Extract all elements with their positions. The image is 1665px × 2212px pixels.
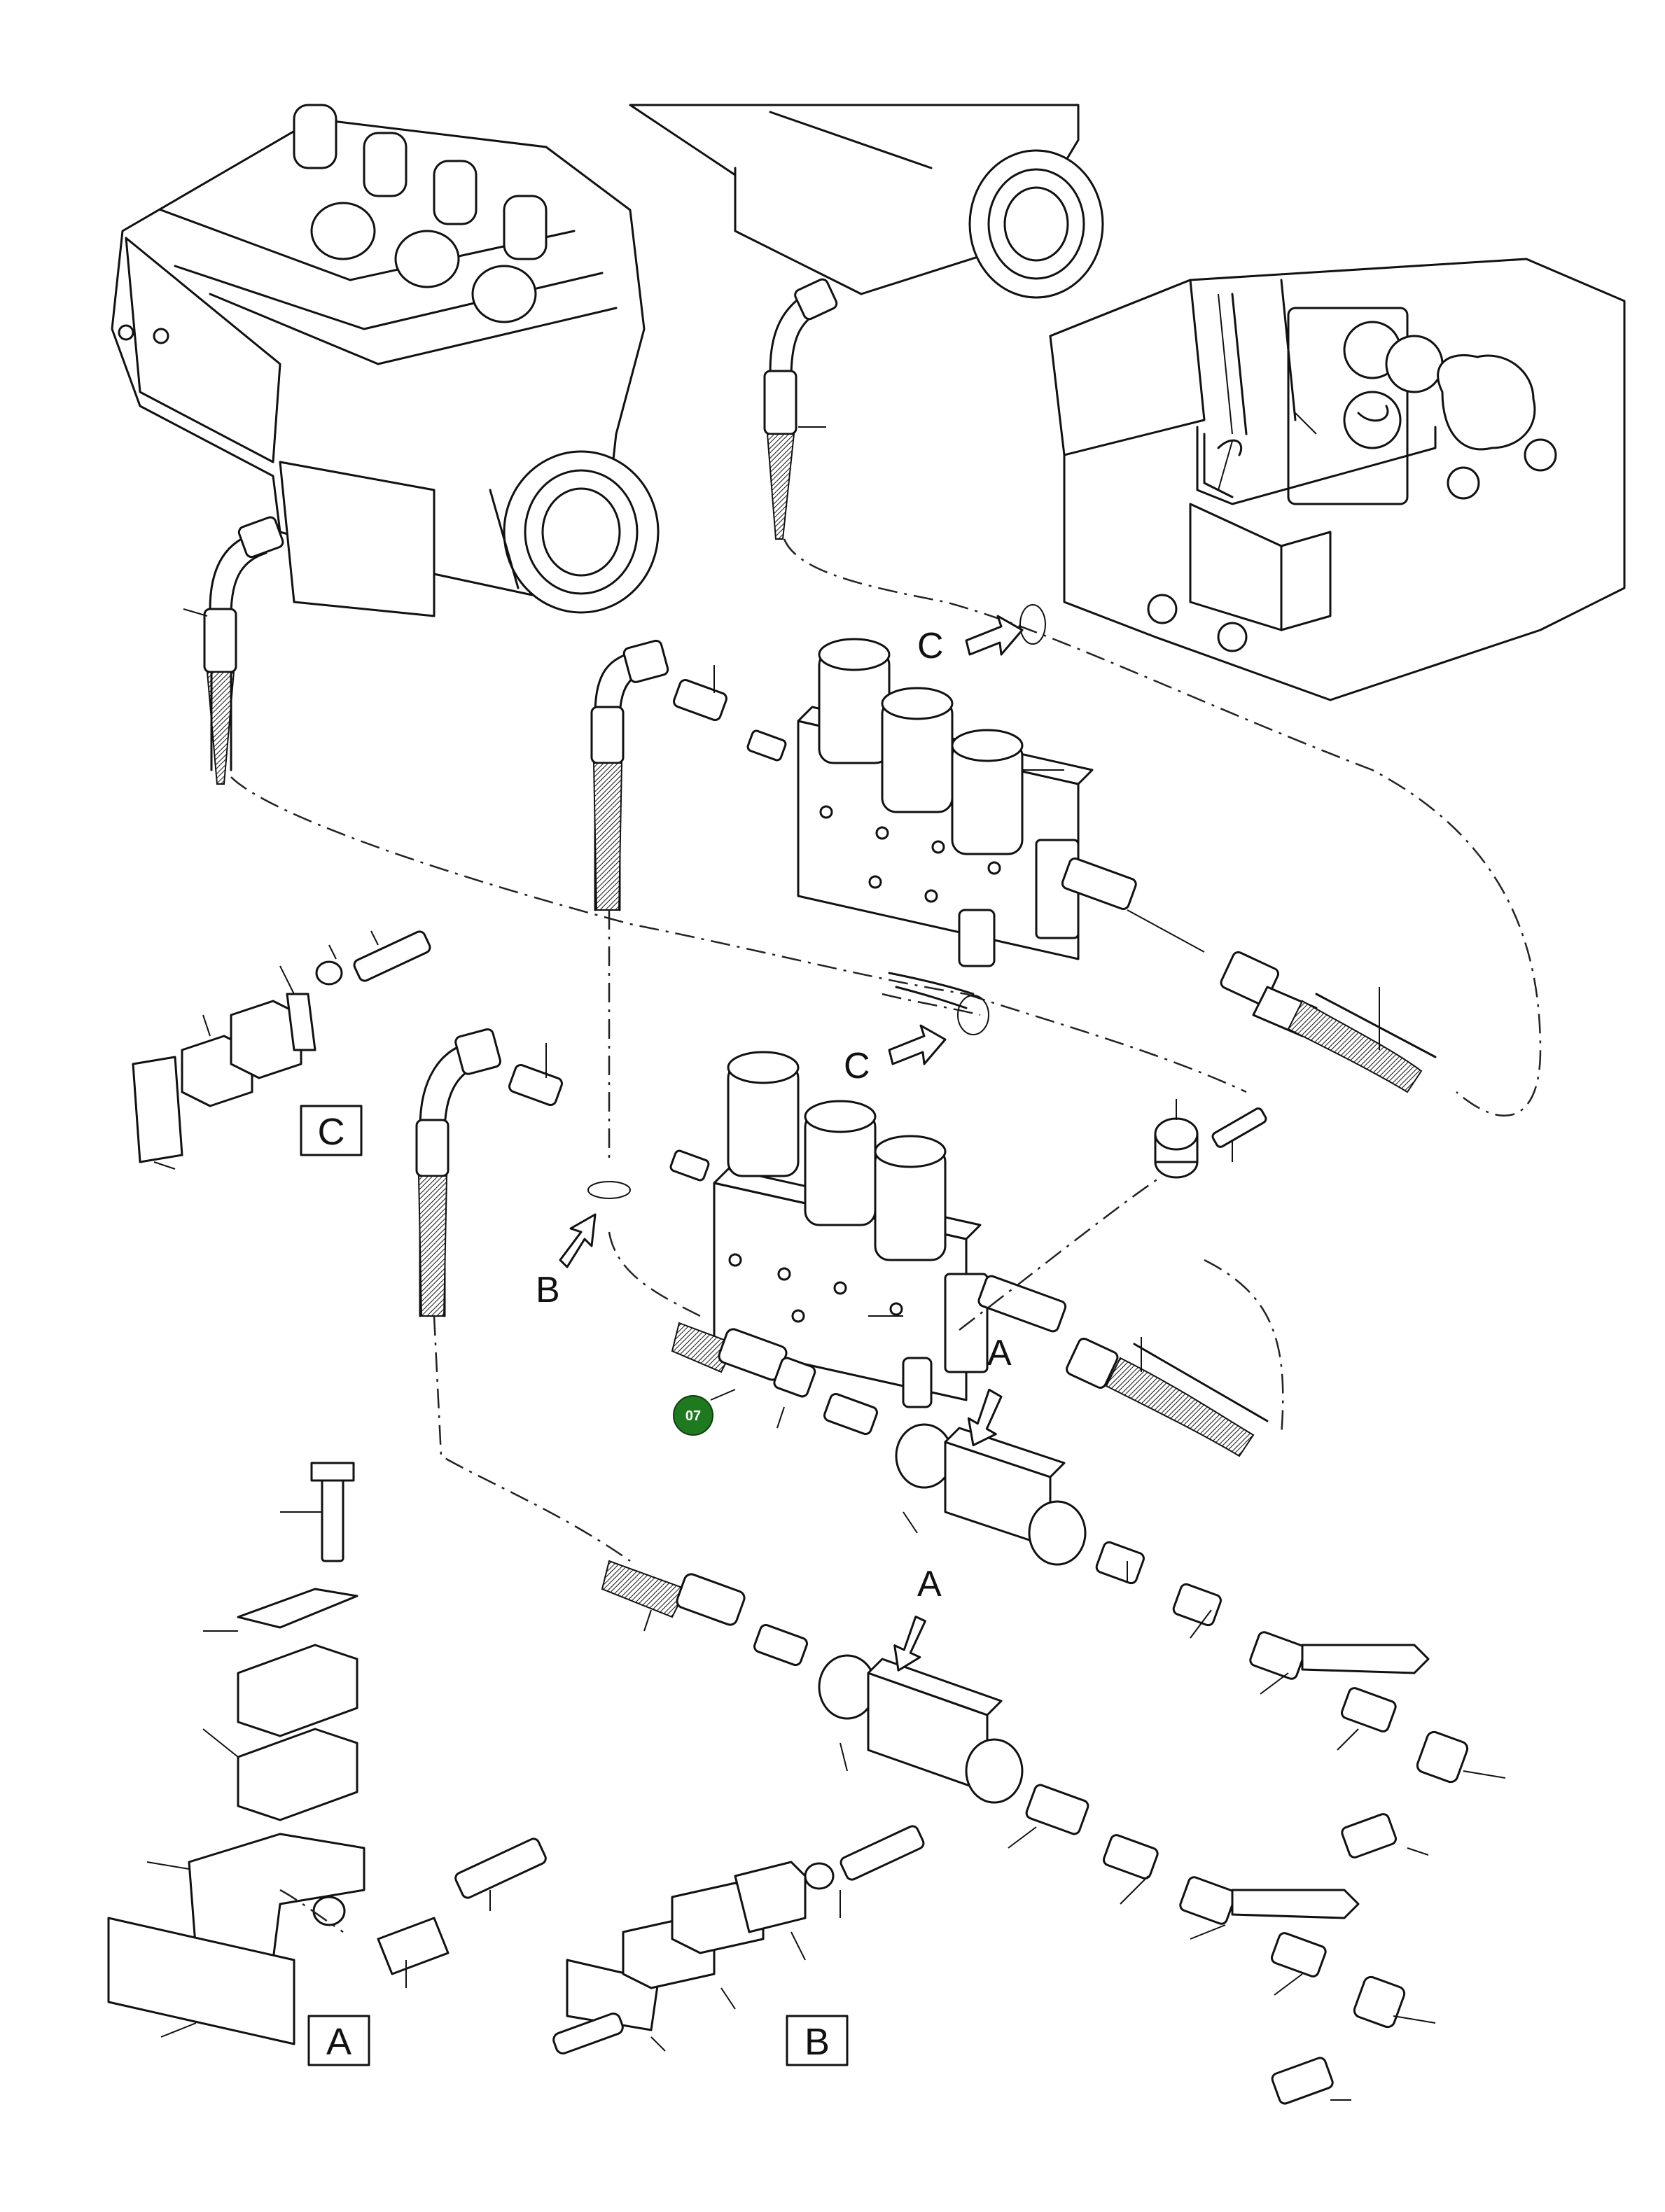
engine-right — [629, 104, 1104, 299]
callout-number[interactable]: 07 — [685, 1408, 701, 1424]
detail-b-clamp — [552, 1825, 925, 2066]
detail-box-c — [300, 1105, 363, 1156]
pipe-arc-1 — [888, 972, 975, 995]
rubber-mount — [1154, 1099, 1267, 1179]
hose-right-upper — [763, 278, 838, 540]
pipe-arc-2 — [895, 986, 968, 1009]
callout-07[interactable]: 07 — [673, 1389, 736, 1436]
view-label-a-upper: A — [987, 1333, 1012, 1373]
view-label-a-lower: A — [917, 1564, 942, 1604]
view-label-c-lower: C — [844, 1046, 870, 1086]
break-ellipse-c-lower — [957, 995, 989, 1035]
detail-box-a-label: A — [326, 2021, 351, 2063]
detail-box-c-label: C — [318, 1111, 345, 1153]
break-ellipse-b — [587, 1181, 631, 1199]
hose-lower-right — [1066, 1337, 1269, 1457]
routing-lines — [230, 538, 1542, 1933]
detail-box-b — [786, 2015, 849, 2066]
shutoff-chain-upper — [671, 1322, 1506, 1858]
arrow-a-lower — [893, 1616, 926, 1672]
arrow-b — [559, 1213, 597, 1268]
engine-left — [111, 104, 660, 617]
valve-upper-fittings — [590, 639, 1205, 953]
arrow-c-lower — [888, 1024, 947, 1065]
arrow-a-upper — [967, 1388, 1003, 1447]
detail-box-b-label: B — [804, 2021, 830, 2063]
detail-a-clamp — [107, 1462, 547, 2066]
detail-c-clamp — [132, 930, 431, 1170]
pump-assembly — [1049, 258, 1626, 701]
arrow-c-upper — [965, 615, 1024, 656]
break-ellipse-c-upper — [1019, 604, 1046, 645]
valve-block-upper — [797, 638, 1094, 967]
view-label-b: B — [536, 1270, 560, 1310]
view-label-c-upper: C — [917, 626, 944, 666]
shutoff-chain-lower — [601, 1560, 1436, 2105]
detail-box-a — [307, 2015, 370, 2066]
valve-lower-fittings — [415, 1028, 1067, 1333]
hose-left-upper — [183, 516, 284, 785]
hose-upper-right — [1220, 951, 1437, 1093]
callout-badge[interactable] — [673, 1395, 713, 1436]
